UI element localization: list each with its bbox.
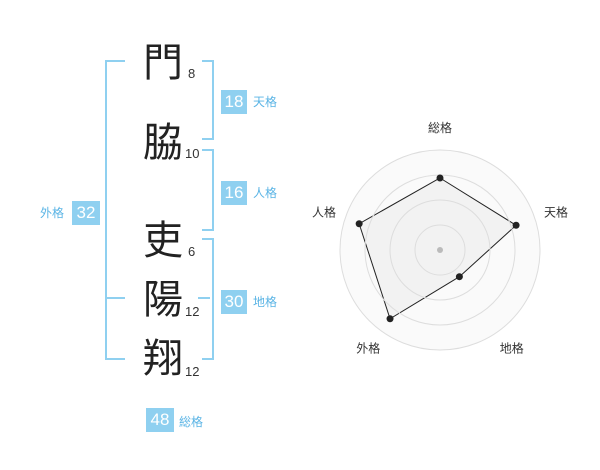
chikaku-bracket-divider [198,297,210,299]
radar-axis-label: 人格 [312,204,336,219]
soukaku-badge: 48 [146,408,174,432]
name-char-4: 陽 [143,277,183,323]
radar-center-dot [437,247,443,253]
jinkaku-label: 人格 [253,186,278,200]
name-char-5: 翔 [143,336,183,382]
jinkaku-bracket [202,149,214,231]
radar-point-1 [436,174,444,182]
radar-grid-ring-inner [389,199,491,301]
chikaku-bracket [202,238,214,360]
stroke-count-4: 12 [185,304,200,319]
gaikaku-bracket-divider [105,297,125,299]
stroke-count-3: 6 [188,244,196,259]
chikaku-badge: 30 [221,290,247,314]
radar-point-2 [512,221,520,229]
tenkaku-bracket [202,60,214,140]
tenkaku-badge: 18 [221,90,247,114]
gaikaku-badge: 32 [72,201,100,225]
gaikaku-bracket [105,60,125,360]
radar-point-3 [455,273,463,281]
name-char-3: 吏 [143,218,183,264]
stroke-count-5: 12 [185,364,200,379]
jinkaku-badge: 16 [221,181,247,205]
radar-grid-ring-inner [414,224,466,276]
chikaku-label: 地格 [253,295,278,309]
name-char-2: 脇 [143,120,183,166]
radar-point-5 [355,220,363,228]
radar-axis-label: 外格 [356,341,380,356]
soukaku-label: 総格 [179,415,204,429]
radar-point-4 [386,315,394,323]
radar-axis-label: 天格 [544,204,568,219]
stroke-count-1: 8 [188,66,196,81]
radar-axis-label: 総格 [428,120,452,135]
name-char-1: 門 [143,40,183,86]
tenkaku-label: 天格 [253,95,278,109]
radar-axis-label: 地格 [500,341,524,356]
stroke-count-2: 10 [185,146,200,161]
gaikaku-label: 外格 [40,206,65,220]
